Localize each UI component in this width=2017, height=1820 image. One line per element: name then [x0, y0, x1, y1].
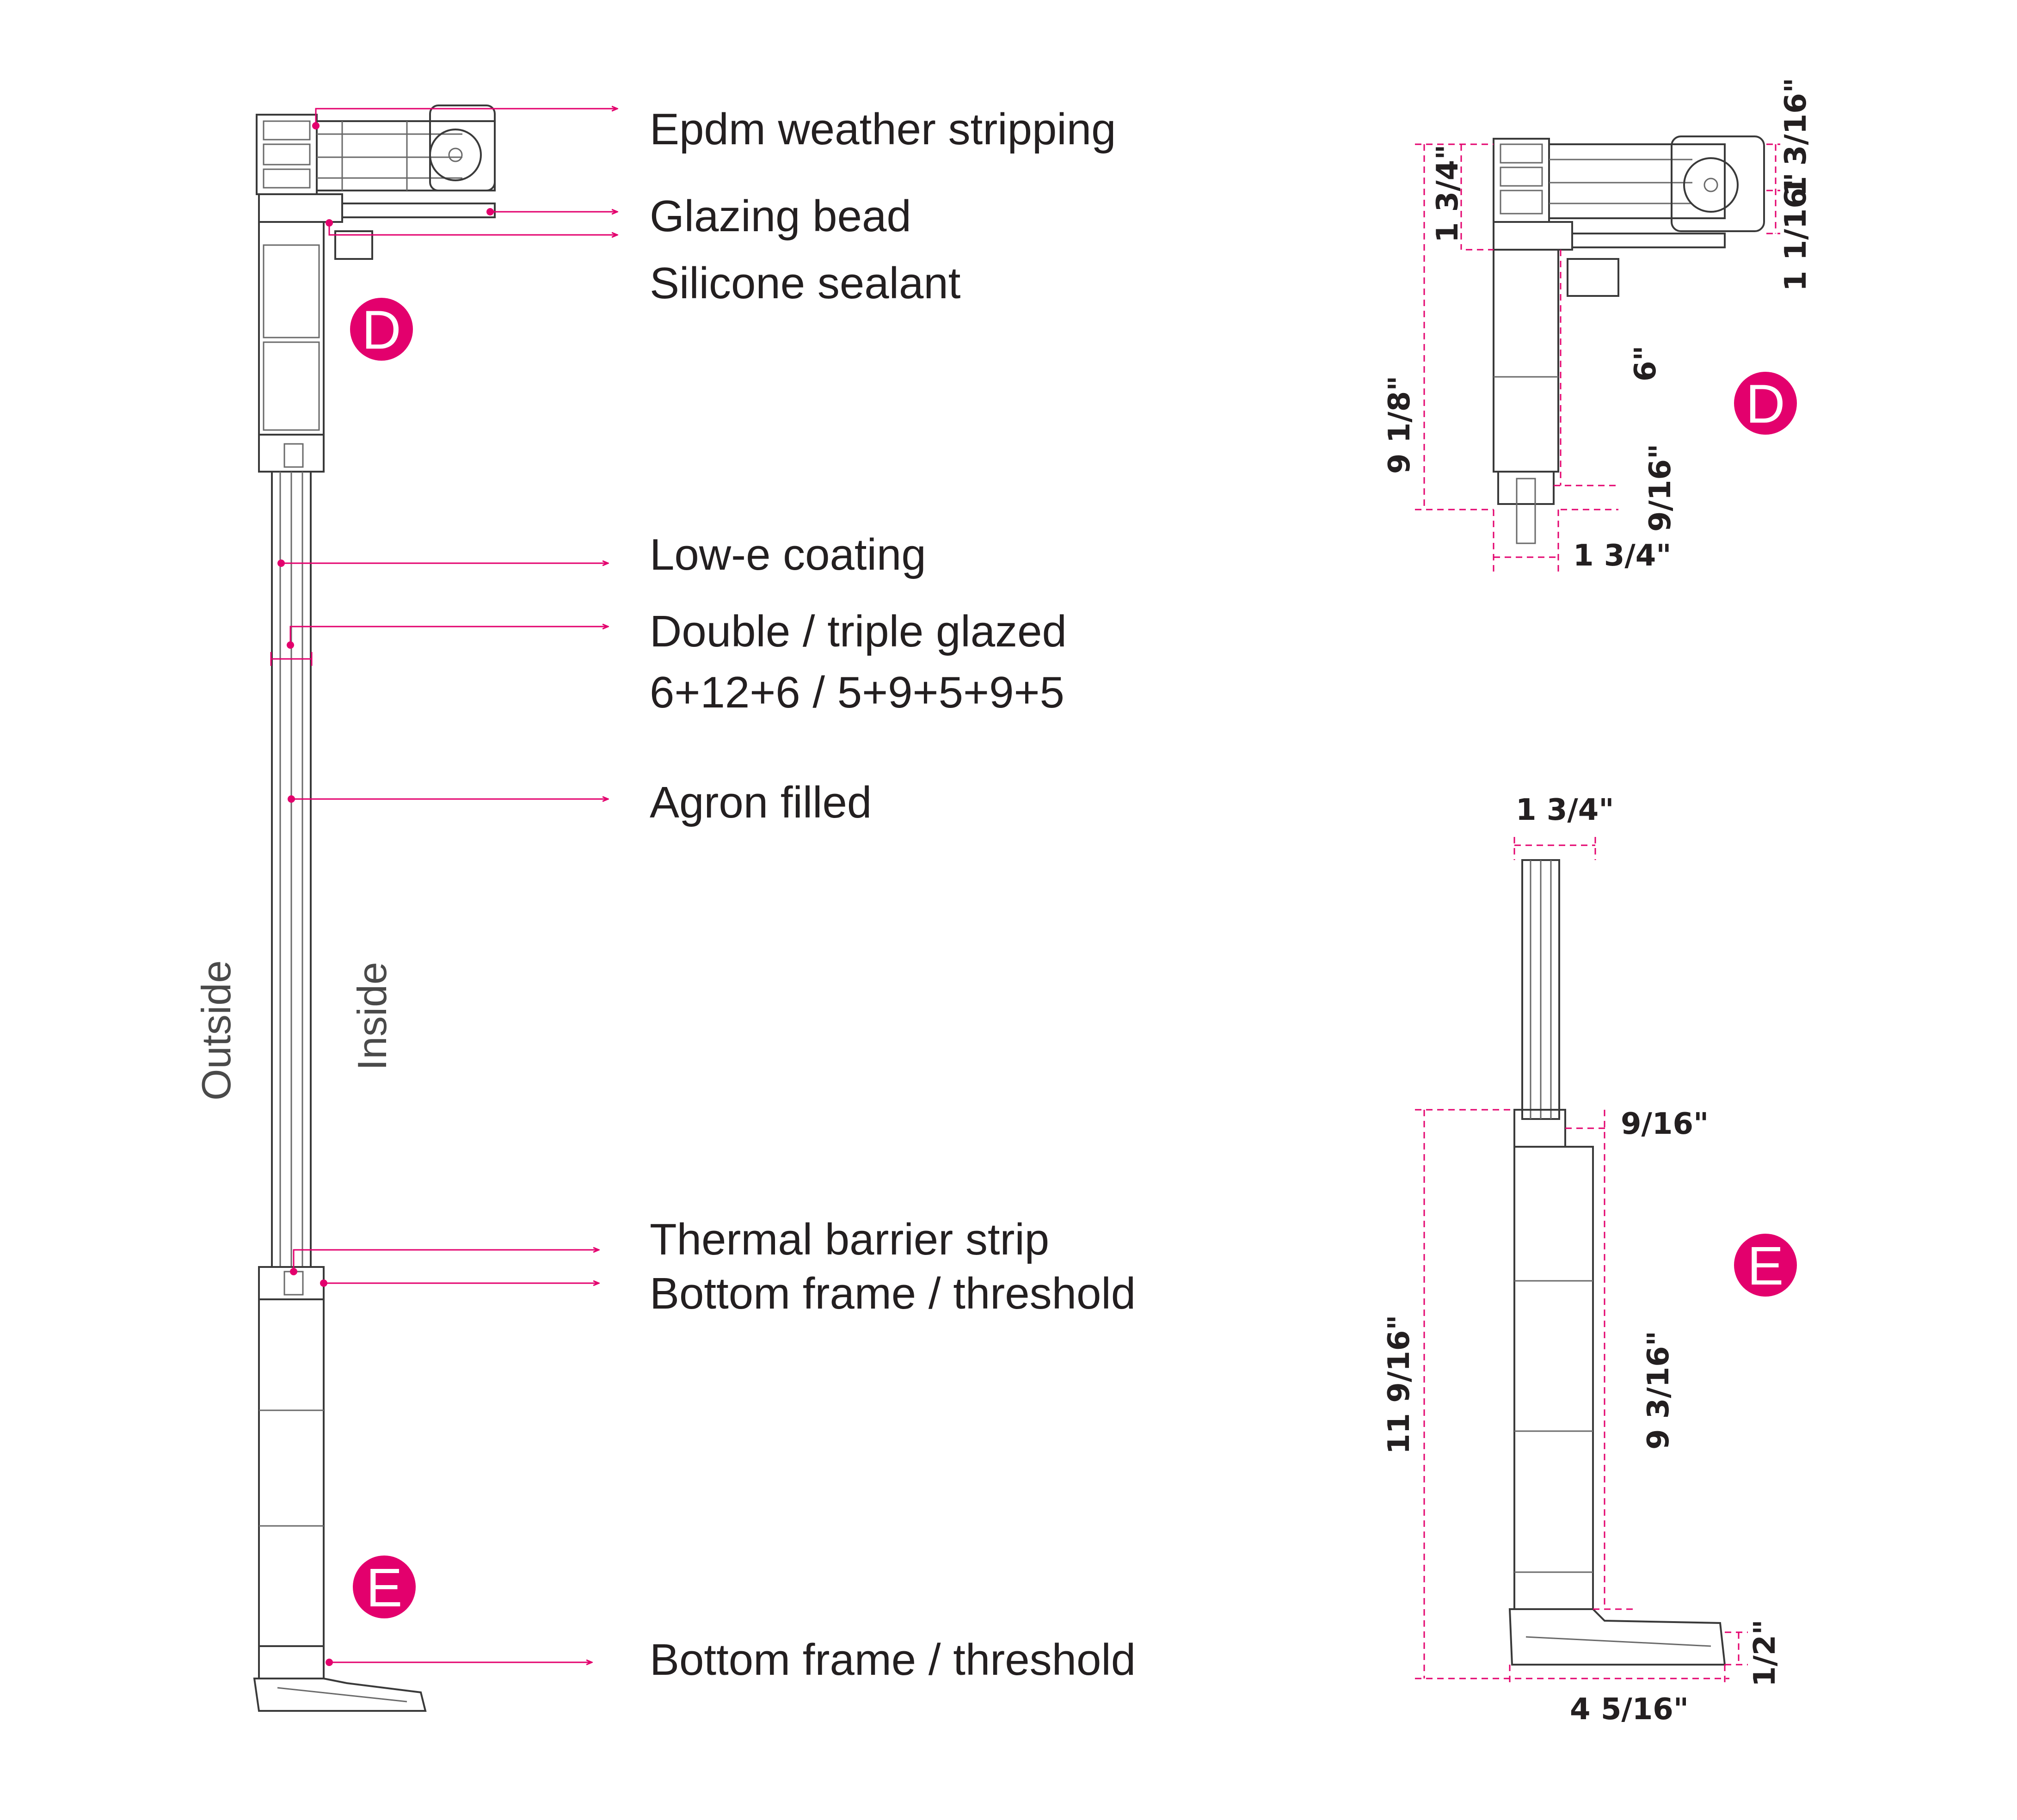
label-glass-spec: 6+12+6 / 5+9+5+9+5 — [650, 668, 1064, 717]
dim-e-9-3-16: 9 3/16" — [1642, 1331, 1676, 1450]
label-silicone-sealant: Silicone sealant — [650, 258, 960, 308]
dim-d-1-3-16: 1 3/16" — [1779, 78, 1813, 197]
dim-d-1-3-4-left: 1 3/4" — [1431, 144, 1465, 243]
label-outside: Outside — [193, 960, 239, 1101]
dim-e-11-9-16: 11 9/16" — [1382, 1315, 1416, 1454]
head-frame-profile — [256, 105, 496, 260]
label-bottom-frame-threshold: Bottom frame / threshold — [650, 1269, 1136, 1318]
upper-sash-profile — [258, 221, 325, 473]
label-thermal-barrier-strip: Thermal barrier strip — [650, 1215, 1049, 1264]
label-bottom-frame-threshold-2: Bottom frame / threshold — [650, 1635, 1136, 1685]
label-argon-filled: Agron filled — [650, 778, 872, 827]
glass-panes — [271, 471, 312, 1268]
label-glazing-bead: Glazing bead — [650, 191, 911, 241]
dim-d-9-1-8: 9 1/8" — [1383, 375, 1417, 474]
svg-text:D: D — [1746, 374, 1785, 435]
dim-e-1-2: 1/2" — [1748, 1619, 1782, 1687]
badge-d-main: D — [350, 298, 413, 361]
svg-text:D: D — [362, 300, 401, 361]
svg-text:E: E — [366, 1557, 403, 1618]
dim-e-1-3-4-top: 1 3/4" — [1516, 793, 1614, 827]
dim-d-1-1-16: 1 1/16" — [1779, 172, 1813, 291]
label-epdm-weather-stripping: Epdm weather stripping — [650, 105, 1116, 154]
dim-e-9-16: 9/16" — [1621, 1107, 1709, 1141]
label-double-triple-glazed: Double / triple glazed — [650, 607, 1067, 656]
label-low-e-coating: Low-e coating — [650, 530, 926, 579]
dim-e-4-5-16: 4 5/16" — [1570, 1692, 1689, 1727]
badge-e-detail: E — [1734, 1234, 1797, 1297]
main-section — [253, 105, 496, 1712]
detail-e-dimension-lines — [1415, 837, 1748, 1683]
bottom-frame-profile — [253, 1266, 427, 1712]
detail-e: 1 3/4" 9/16" 11 9/16" 9 3/16" 1/2" 4 5/1… — [1382, 793, 1797, 1727]
label-inside: Inside — [349, 962, 395, 1070]
dim-d-6: 6" — [1629, 345, 1663, 381]
dim-d-9-16: 9/16" — [1643, 444, 1678, 532]
dim-d-1-3-4-bottom: 1 3/4" — [1573, 539, 1672, 573]
svg-text:E: E — [1747, 1236, 1784, 1297]
detail-d-profile — [1493, 135, 1765, 544]
detail-d: 1 3/4" 9 1/8" 6" 9/16" 1 3/4" 1 3/16" 1 … — [1383, 78, 1813, 573]
callout-leaders — [270, 109, 617, 1666]
detail-d-dimension-lines — [1415, 143, 1780, 573]
badge-d-detail: D — [1734, 372, 1797, 435]
detail-e-profile — [1508, 859, 1726, 1666]
badge-e-main: E — [353, 1556, 416, 1618]
